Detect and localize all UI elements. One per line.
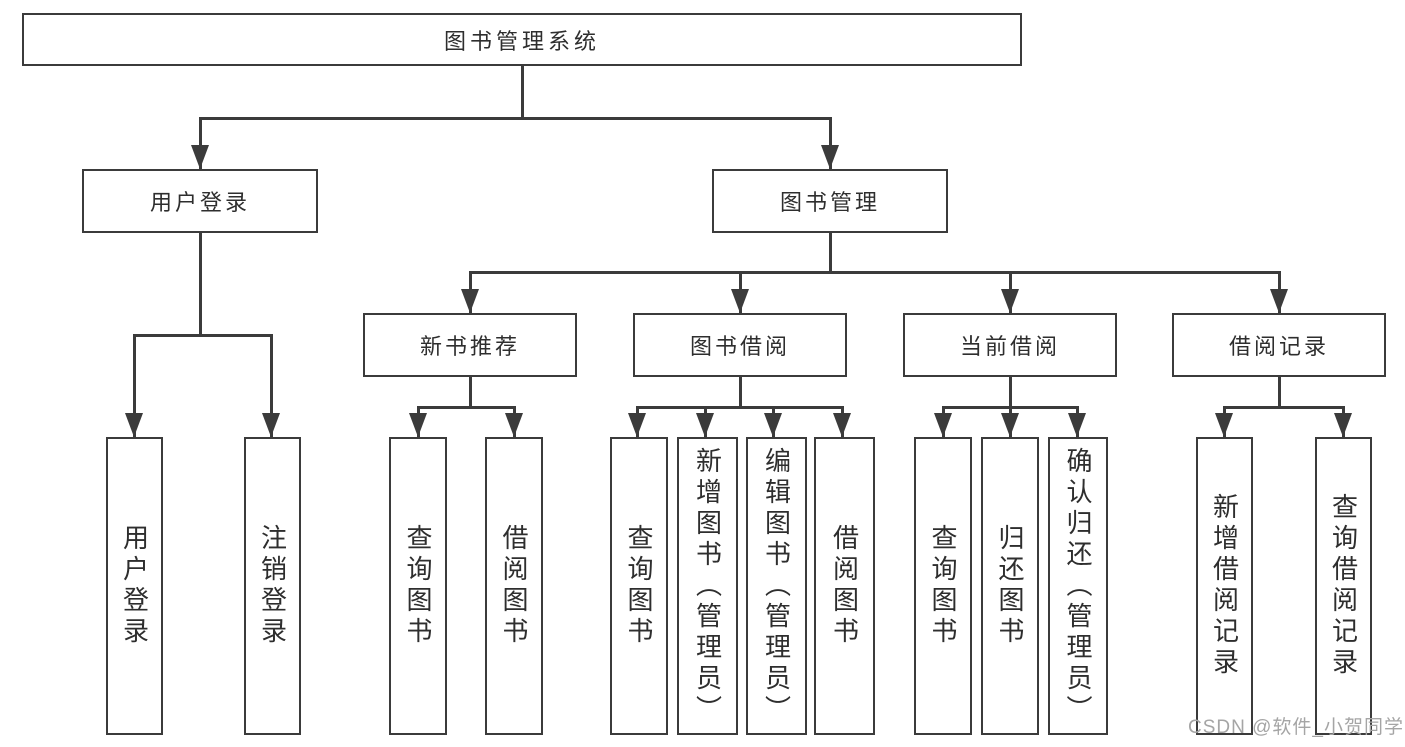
leaf-add-borrow-record: 新增借阅记录 xyxy=(1196,437,1253,735)
connector-recommend-drop-2 xyxy=(505,407,523,437)
connector-borrowing-drop-2 xyxy=(696,407,714,437)
node-root: 图书管理系统 xyxy=(22,13,1022,66)
connector-recommend-stem xyxy=(468,377,472,407)
leaf-query-books-current: 查询图书 xyxy=(914,437,972,735)
connector-records-hline xyxy=(1222,405,1345,409)
connector-borrowing-drop-1 xyxy=(628,407,646,437)
leaf-query-books-recommend: 查询图书 xyxy=(389,437,447,735)
connector-recommend-hline xyxy=(416,405,516,409)
connector-book-mgmt-drop-2 xyxy=(731,272,749,313)
connector-root-drop-left xyxy=(191,118,209,169)
connector-borrowing-drop-3 xyxy=(764,407,782,437)
node-new-book-recommend: 新书推荐 xyxy=(363,313,577,377)
connector-records-drop-1 xyxy=(1215,407,1233,437)
connector-book-mgmt-drop-3 xyxy=(1001,272,1019,313)
connector-recommend-drop-1 xyxy=(409,407,427,437)
connector-borrowing-hline xyxy=(635,405,844,409)
connector-root-hline xyxy=(198,116,832,120)
leaf-logout: 注销登录 xyxy=(244,437,301,735)
connector-root-drop-right xyxy=(821,118,839,169)
connector-records-drop-2 xyxy=(1334,407,1352,437)
leaf-query-books-borrowing: 查询图书 xyxy=(610,437,668,735)
node-borrowing-records: 借阅记录 xyxy=(1172,313,1386,377)
connector-current-stem xyxy=(1008,377,1012,407)
watermark: CSDN @软件_小贺同学 xyxy=(1188,717,1404,738)
leaf-confirm-return-admin: 确认归还（管理员） xyxy=(1048,437,1108,735)
node-book-borrowing: 图书借阅 xyxy=(633,313,847,377)
connector-book-mgmt-drop-1 xyxy=(461,272,479,313)
leaf-borrow-books-recommend: 借阅图书 xyxy=(485,437,543,735)
connector-user-login-drop-1 xyxy=(125,335,143,437)
node-user-login: 用户登录 xyxy=(82,169,318,233)
connector-book-mgmt-drop-4 xyxy=(1270,272,1288,313)
connector-book-mgmt-stem xyxy=(828,233,832,272)
leaf-return-books: 归还图书 xyxy=(981,437,1039,735)
connector-current-drop-2 xyxy=(1001,407,1019,437)
connector-borrowing-stem xyxy=(738,377,742,407)
connector-user-login-hline xyxy=(132,333,273,337)
leaf-add-books-admin: 新增图书（管理员） xyxy=(677,437,738,735)
connector-root-stem xyxy=(520,66,524,118)
connector-book-mgmt-hline xyxy=(468,270,1281,274)
connector-borrowing-drop-4 xyxy=(833,407,851,437)
connector-current-drop-1 xyxy=(934,407,952,437)
connector-user-login-stem xyxy=(198,233,202,335)
node-book-management: 图书管理 xyxy=(712,169,948,233)
leaf-user-login: 用户登录 xyxy=(106,437,163,735)
connector-current-drop-3 xyxy=(1068,407,1086,437)
connector-records-stem xyxy=(1277,377,1281,407)
leaf-query-borrow-record: 查询借阅记录 xyxy=(1315,437,1372,735)
node-current-borrowing: 当前借阅 xyxy=(903,313,1117,377)
leaf-borrow-books-borrowing: 借阅图书 xyxy=(814,437,875,735)
connector-user-login-drop-2 xyxy=(262,335,280,437)
leaf-edit-books-admin: 编辑图书（管理员） xyxy=(746,437,807,735)
